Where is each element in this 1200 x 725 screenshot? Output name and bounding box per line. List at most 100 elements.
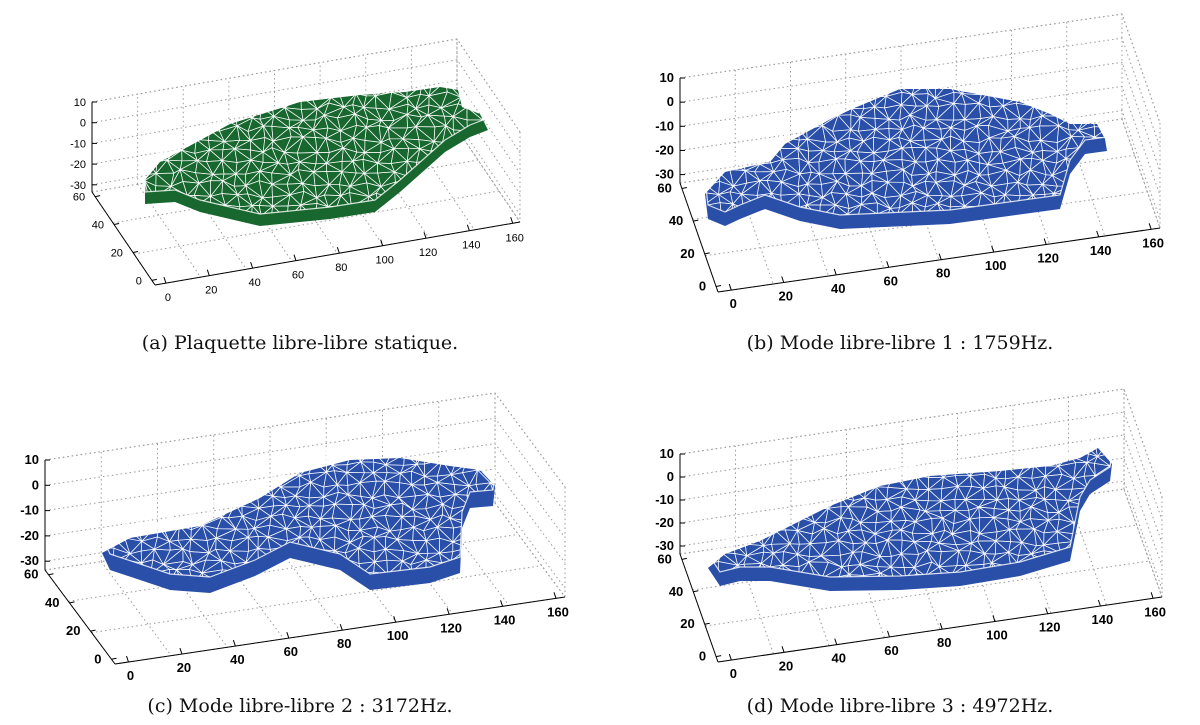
mesh-element: [862, 453, 879, 464]
mesh-element: [242, 428, 261, 438]
mesh-element: [1107, 434, 1112, 447]
mesh-element: [114, 573, 131, 577]
mesh-element: [689, 114, 702, 130]
mesh-element: [423, 427, 439, 441]
mesh-element: [827, 434, 838, 443]
mesh-element: [223, 83, 237, 95]
mesh-element: [202, 460, 218, 474]
mesh-element: [219, 82, 237, 96]
mesh-element: [145, 205, 162, 214]
mesh-element: [102, 505, 115, 517]
mesh-element: [1095, 434, 1112, 435]
mesh-element: [1077, 92, 1100, 107]
mesh-element: [463, 427, 477, 440]
mesh-element: [478, 547, 491, 566]
mesh-element: [847, 434, 865, 446]
tick-mark: [250, 261, 254, 269]
mesh-element: [307, 573, 322, 577]
mesh-element: [758, 477, 774, 488]
z-tick-label: 10: [660, 446, 674, 461]
mesh-element: [233, 75, 250, 76]
mesh-element: [769, 434, 785, 446]
mesh-element: [708, 563, 710, 577]
mesh-element: [185, 92, 198, 106]
mesh-element: [459, 215, 472, 228]
mesh-element: [333, 573, 348, 577]
mesh-element: [827, 477, 837, 490]
mesh-element: [116, 427, 129, 439]
mesh-element: [705, 169, 708, 187]
mesh-element: [337, 75, 351, 84]
mesh-element: [929, 225, 939, 241]
mesh-element: [466, 536, 479, 549]
mesh-element: [717, 484, 735, 502]
mesh-element: [916, 590, 930, 601]
x-tick-label: 100: [985, 258, 1007, 273]
mesh-element: [123, 516, 142, 529]
mesh-element: [1108, 572, 1112, 577]
fe-mesh-surface: [689, 74, 1108, 241]
mesh-element: [789, 587, 800, 599]
mesh-element: [755, 102, 775, 121]
mesh-element: [951, 434, 973, 436]
mesh-element: [708, 540, 709, 556]
mesh-element: [194, 117, 210, 131]
mesh-element: [339, 75, 356, 84]
mesh-element: [1032, 225, 1047, 238]
mesh-element: [89, 431, 99, 442]
mesh-element: [755, 93, 775, 104]
mesh-element: [1054, 75, 1069, 88]
mesh-element: [466, 524, 479, 542]
mesh-element: [719, 444, 733, 457]
mesh-element: [693, 475, 705, 487]
mesh-element: [159, 81, 174, 99]
mesh-element: [770, 486, 785, 501]
mesh-element: [433, 159, 448, 176]
mesh-element: [284, 585, 298, 597]
mesh-element: [446, 160, 460, 176]
mesh-outline: [704, 74, 1108, 216]
mesh-element: [718, 463, 733, 480]
z-tick-label: 0: [667, 469, 674, 484]
mesh-element: [475, 508, 489, 516]
mesh-element: [142, 584, 156, 596]
mesh-element: [746, 505, 759, 521]
mesh-element: [1092, 102, 1107, 120]
tick-mark: [693, 219, 699, 222]
mesh-element: [232, 427, 242, 439]
caption-c: (c) Mode libre-libre 2 : 3172Hz.: [147, 695, 453, 717]
mesh-element: [234, 230, 252, 239]
mesh-element: [757, 506, 774, 522]
mesh-element: [91, 441, 99, 450]
mesh-element: [282, 458, 301, 477]
mesh-element: [796, 91, 813, 107]
mesh-element: [731, 75, 744, 77]
tick-mark: [1045, 607, 1049, 614]
mesh-element: [886, 441, 904, 458]
mesh-element: [748, 477, 764, 488]
tick-mark: [991, 245, 995, 253]
grid-line: [269, 536, 341, 631]
mesh-element: [766, 86, 785, 95]
mesh-element: [716, 75, 734, 88]
mesh-element: [705, 152, 709, 165]
mesh-element: [206, 102, 222, 120]
mesh-element: [137, 482, 158, 496]
grid-line: [679, 434, 1163, 544]
mesh-element: [810, 228, 821, 237]
mesh-element: [744, 92, 756, 109]
mesh-element: [847, 434, 868, 446]
mesh-element: [480, 202, 488, 214]
mesh-element: [705, 105, 721, 120]
mesh-element: [102, 449, 107, 461]
tick-mark: [693, 590, 699, 593]
mesh-element: [167, 204, 186, 214]
mesh-element: [823, 434, 837, 435]
mesh-element: [444, 181, 457, 195]
mesh-element: [708, 519, 711, 535]
mesh-element: [438, 584, 456, 593]
mesh-element: [708, 486, 712, 502]
mesh-element: [1082, 163, 1099, 174]
mesh-element: [492, 529, 495, 543]
mesh-element: [169, 75, 186, 84]
